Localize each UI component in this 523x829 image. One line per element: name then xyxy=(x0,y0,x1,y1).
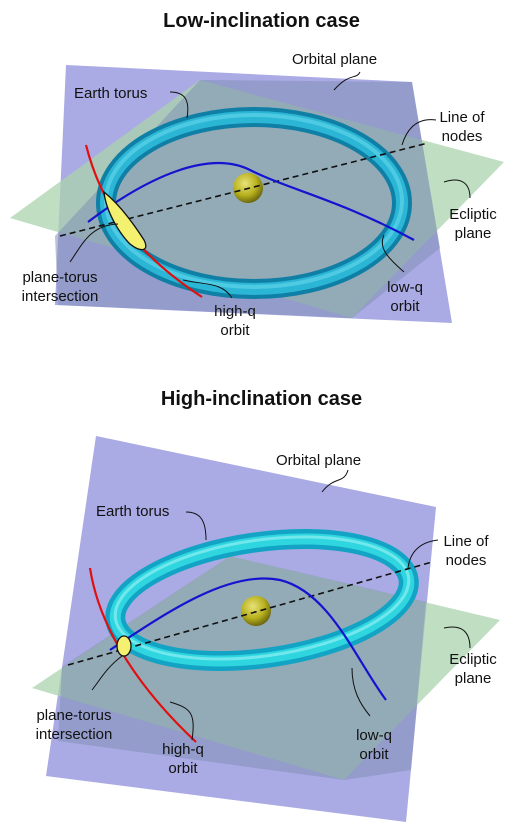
leader-orbital-plane xyxy=(321,469,349,493)
label-ecliptic-1: Ecliptic xyxy=(449,206,497,223)
leader-high-q xyxy=(182,279,233,299)
label-line-of-nodes: Line of nodes xyxy=(432,108,492,146)
label-line-of-nodes-2: nodes xyxy=(441,128,483,145)
leader-line-of-nodes xyxy=(401,119,437,146)
leader-orbital-plane xyxy=(333,71,361,91)
label-intersection: plane-torus intersection xyxy=(10,268,110,306)
label-high-q-orbit: high-q orbit xyxy=(205,302,265,340)
label-high-q-2: orbit xyxy=(220,322,250,339)
label-low-q-1: low-q xyxy=(387,279,423,296)
leader-intersection xyxy=(69,223,119,263)
leader-intersection xyxy=(91,655,123,691)
label-ecliptic-plane: Ecliptic plane xyxy=(441,650,505,688)
label-low-q-orbit: low-q orbit xyxy=(377,278,433,316)
label-line-of-nodes: Line of nodes xyxy=(436,532,496,570)
label-low-q-2: orbit xyxy=(390,298,420,315)
leader-low-q xyxy=(381,234,405,273)
low-q-orbit xyxy=(87,162,415,241)
leader-low-q xyxy=(351,667,371,717)
label-ecliptic-1: Ecliptic xyxy=(449,651,497,668)
plane-torus-intersection xyxy=(116,635,132,657)
label-intersection-2: intersection xyxy=(21,288,99,305)
label-high-q-2: orbit xyxy=(168,760,198,777)
leader-earth-torus xyxy=(185,511,207,541)
label-high-q-1: high-q xyxy=(162,741,204,758)
leader-ecliptic xyxy=(443,626,471,649)
label-earth-torus: Earth torus xyxy=(96,503,170,520)
label-ecliptic-plane: Ecliptic plane xyxy=(441,205,505,243)
label-intersection-1: plane-torus xyxy=(22,269,98,286)
panel-title-high: High-inclination case xyxy=(160,388,363,410)
label-high-q-1: high-q xyxy=(214,303,256,320)
label-ecliptic-2: plane xyxy=(454,670,492,687)
label-line-of-nodes-1: Line of xyxy=(439,109,485,126)
low-q-orbit xyxy=(109,577,387,701)
label-intersection-1: plane-torus xyxy=(36,707,112,724)
leader-ecliptic xyxy=(443,179,471,199)
label-orbital-plane: Orbital plane xyxy=(276,452,362,469)
label-intersection-2: intersection xyxy=(35,726,113,743)
label-low-q-orbit: low-q orbit xyxy=(346,726,402,764)
label-low-q-2: orbit xyxy=(359,746,389,763)
plane-torus-intersection xyxy=(103,190,147,251)
label-line-of-nodes-1: Line of xyxy=(443,533,489,550)
label-high-q-orbit: high-q orbit xyxy=(153,740,213,778)
label-low-q-1: low-q xyxy=(356,727,392,744)
leader-earth-torus xyxy=(169,91,189,119)
label-orbital-plane: Orbital plane xyxy=(292,51,378,68)
label-earth-torus: Earth torus xyxy=(74,85,148,102)
panel-title-low: Low-inclination case xyxy=(163,10,360,32)
leader-high-q xyxy=(169,701,194,741)
label-line-of-nodes-2: nodes xyxy=(445,552,487,569)
leader-line-of-nodes xyxy=(407,539,439,569)
label-ecliptic-2: plane xyxy=(454,225,492,242)
low-inclination-figure xyxy=(10,65,504,323)
high-inclination-figure xyxy=(32,436,500,822)
label-intersection: plane-torus intersection xyxy=(24,706,124,744)
